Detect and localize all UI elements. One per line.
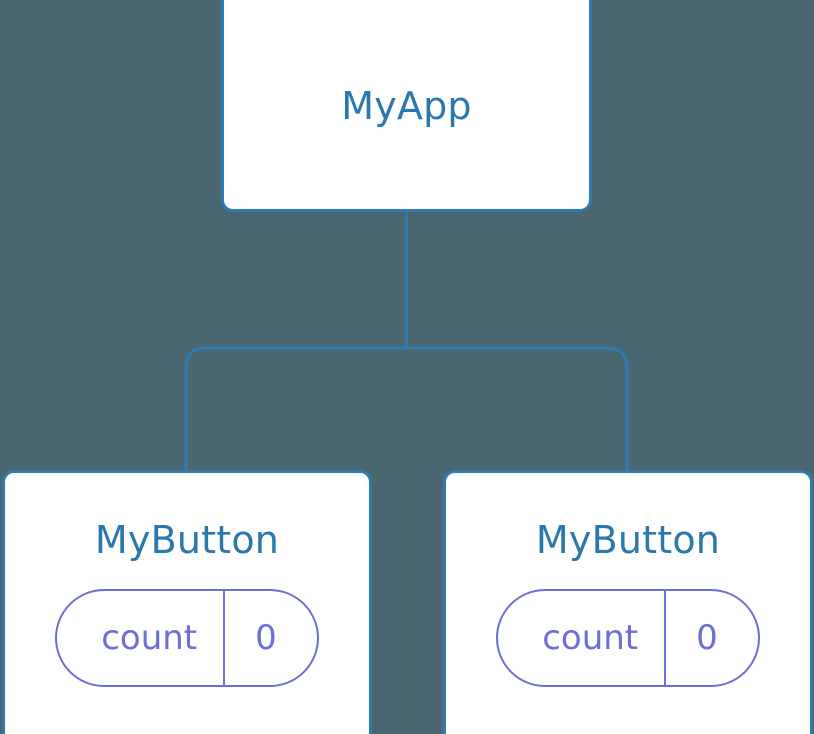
tree-node-child-0[interactable]: MyButton count 0 [2, 470, 372, 734]
edge-root-to-child-1 [406, 346, 629, 472]
edge-root-to-child-0 [184, 346, 407, 472]
tree-node-child-1[interactable]: MyButton count 0 [443, 470, 813, 734]
state-chip-divider-child-0 [223, 591, 226, 685]
state-chip-key-child-1: count [542, 618, 639, 658]
node-label-child-1: MyButton [535, 518, 721, 562]
node-label-child-0: MyButton [94, 518, 280, 562]
state-chip-child-1[interactable]: count 0 [496, 589, 760, 687]
state-chip-value-child-1: 0 [696, 618, 718, 658]
tree-node-root[interactable]: MyApp [221, 0, 592, 212]
state-chip-child-0[interactable]: count 0 [55, 589, 319, 687]
state-chip-value-child-0: 0 [255, 618, 277, 658]
state-chip-divider-child-1 [664, 591, 667, 685]
node-label-root: MyApp [341, 84, 472, 128]
state-chip-key-child-0: count [101, 618, 198, 658]
